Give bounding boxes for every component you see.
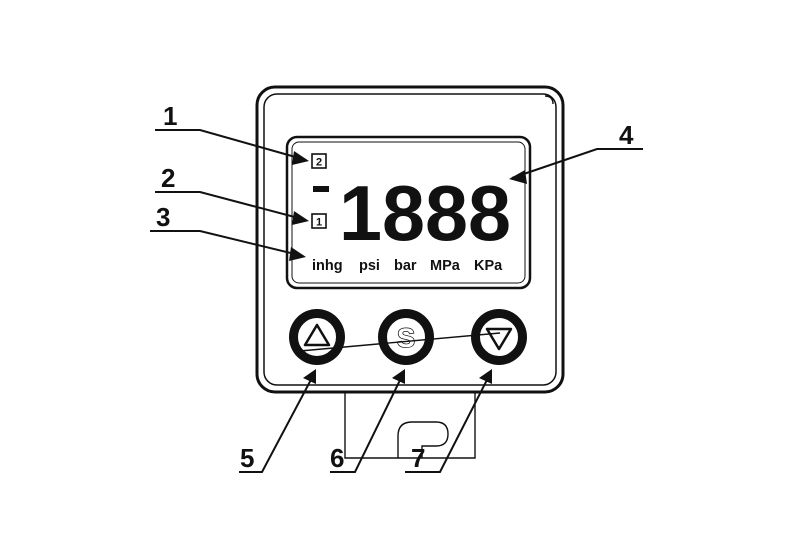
indicator-1-label: 1 [316,217,322,229]
unit-mpa: MPa [430,258,461,274]
triangle-down-icon [485,327,513,351]
up-button[interactable] [289,309,345,365]
unit-inhg: inhg [312,258,343,274]
callout-numbers: 1 2 3 4 5 6 7 [156,101,634,473]
set-button-label: S [397,323,415,353]
callout-2: 2 [161,163,175,193]
indicator-2: 2 [311,153,327,169]
indicator-2-label: 2 [316,157,322,169]
down-button[interactable] [471,309,527,365]
callout-5: 5 [240,443,254,473]
lcd-display [285,135,532,290]
unit-labels: inhg psi bar MPa KPa [312,258,503,274]
digit-readout: 1888 [339,169,511,257]
indicator-1: 1 [311,213,327,229]
connector-outline [344,392,476,459]
callout-3: 3 [156,202,170,232]
triangle-up-icon [303,323,331,347]
segment-digits: 1888 [339,169,511,257]
callout-7: 7 [411,443,425,473]
leader-lines [150,129,643,473]
unit-psi: psi [359,258,380,274]
callout-1: 1 [163,101,177,131]
unit-kpa: KPa [474,258,503,274]
callout-6: 6 [330,443,344,473]
minus-sign [313,186,329,192]
callout-4: 4 [619,120,634,150]
set-button[interactable]: S [378,309,434,365]
unit-bar: bar [394,258,417,274]
